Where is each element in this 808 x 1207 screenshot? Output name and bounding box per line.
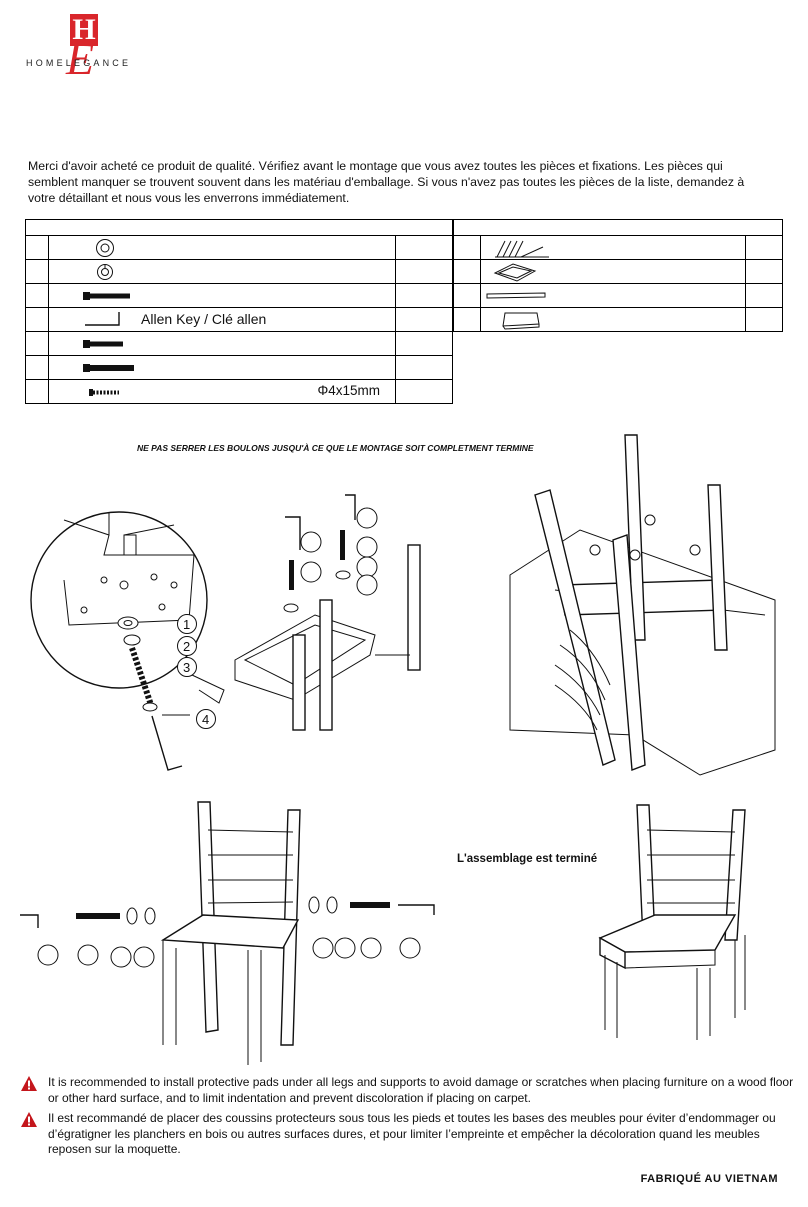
finished-chair-illustration [598, 804, 746, 1040]
table-row: Allen Key / Clé allen [24, 307, 454, 332]
warning-french-text: Il est recommandé de placer des coussins… [48, 1111, 776, 1156]
screw-icon [89, 389, 120, 396]
callout-1: 1 [177, 614, 197, 634]
made-in-label: FABRIQUÉ AU VIETNAM [640, 1173, 778, 1185]
callout-2: 2 [177, 636, 197, 656]
table-header [453, 219, 783, 236]
table-row [24, 259, 454, 284]
lock-washer-icon [97, 264, 114, 280]
table-row [24, 235, 454, 260]
table-row [453, 259, 783, 284]
table-row: Φ4x15mm [24, 379, 454, 404]
callout-3: 3 [177, 657, 197, 677]
chair-back-icon [495, 240, 549, 258]
table-header [25, 219, 453, 236]
side-assembly-illustration [20, 801, 435, 1065]
table-row [453, 235, 783, 260]
do-not-tighten-note: NE PAS SERRER LES BOULONS JUSQU'À CE QUE… [137, 443, 534, 453]
callout-1-num: 1 [183, 617, 190, 632]
screw-size-label: Φ4x15mm [317, 383, 380, 398]
seat-frame-legs-illustration [234, 494, 421, 731]
callout-3-num: 3 [183, 660, 190, 675]
logo-letter-h: H [70, 14, 98, 46]
brand-name: HOMELEGANCE [26, 58, 132, 68]
long-bolt-icon [83, 364, 135, 372]
allen-key-icon [85, 312, 120, 326]
table-row [24, 355, 454, 380]
bolt-icon [83, 292, 131, 300]
exploded-hardware-illustration [117, 616, 190, 771]
callout-4: 4 [196, 709, 216, 729]
warning-english-text: It is recommended to install protective … [48, 1075, 794, 1105]
brand-logo: H E HOMELEGANCE [26, 14, 156, 94]
seat-frame-icon [493, 263, 537, 282]
parts-table-components [453, 219, 783, 332]
table-row [453, 307, 783, 332]
warning-icon [21, 1112, 37, 1127]
rail-icon [486, 292, 546, 299]
seat-cushion-icon [502, 312, 540, 330]
table-row [24, 283, 454, 308]
table-row [24, 331, 454, 356]
assembly-complete-label: L'assemblage est terminé [457, 853, 598, 865]
allen-key-label: Allen Key / Clé allen [141, 311, 267, 327]
short-bolt-icon [83, 340, 124, 348]
logo-letter-e: E [66, 33, 95, 84]
callout-2-num: 2 [183, 639, 190, 654]
intro-paragraph: Merci d'avoir acheté ce produit de quali… [28, 159, 745, 205]
upside-down-chair-illustration [509, 434, 776, 776]
washer-icon [96, 239, 115, 257]
callout-4-num: 4 [202, 712, 209, 727]
parts-table-hardware: Allen Key / Clé allen Φ4x15mm [24, 219, 454, 404]
table-row [453, 283, 783, 308]
warning-icon [21, 1076, 37, 1091]
bracket-detail-illustration [30, 511, 225, 704]
